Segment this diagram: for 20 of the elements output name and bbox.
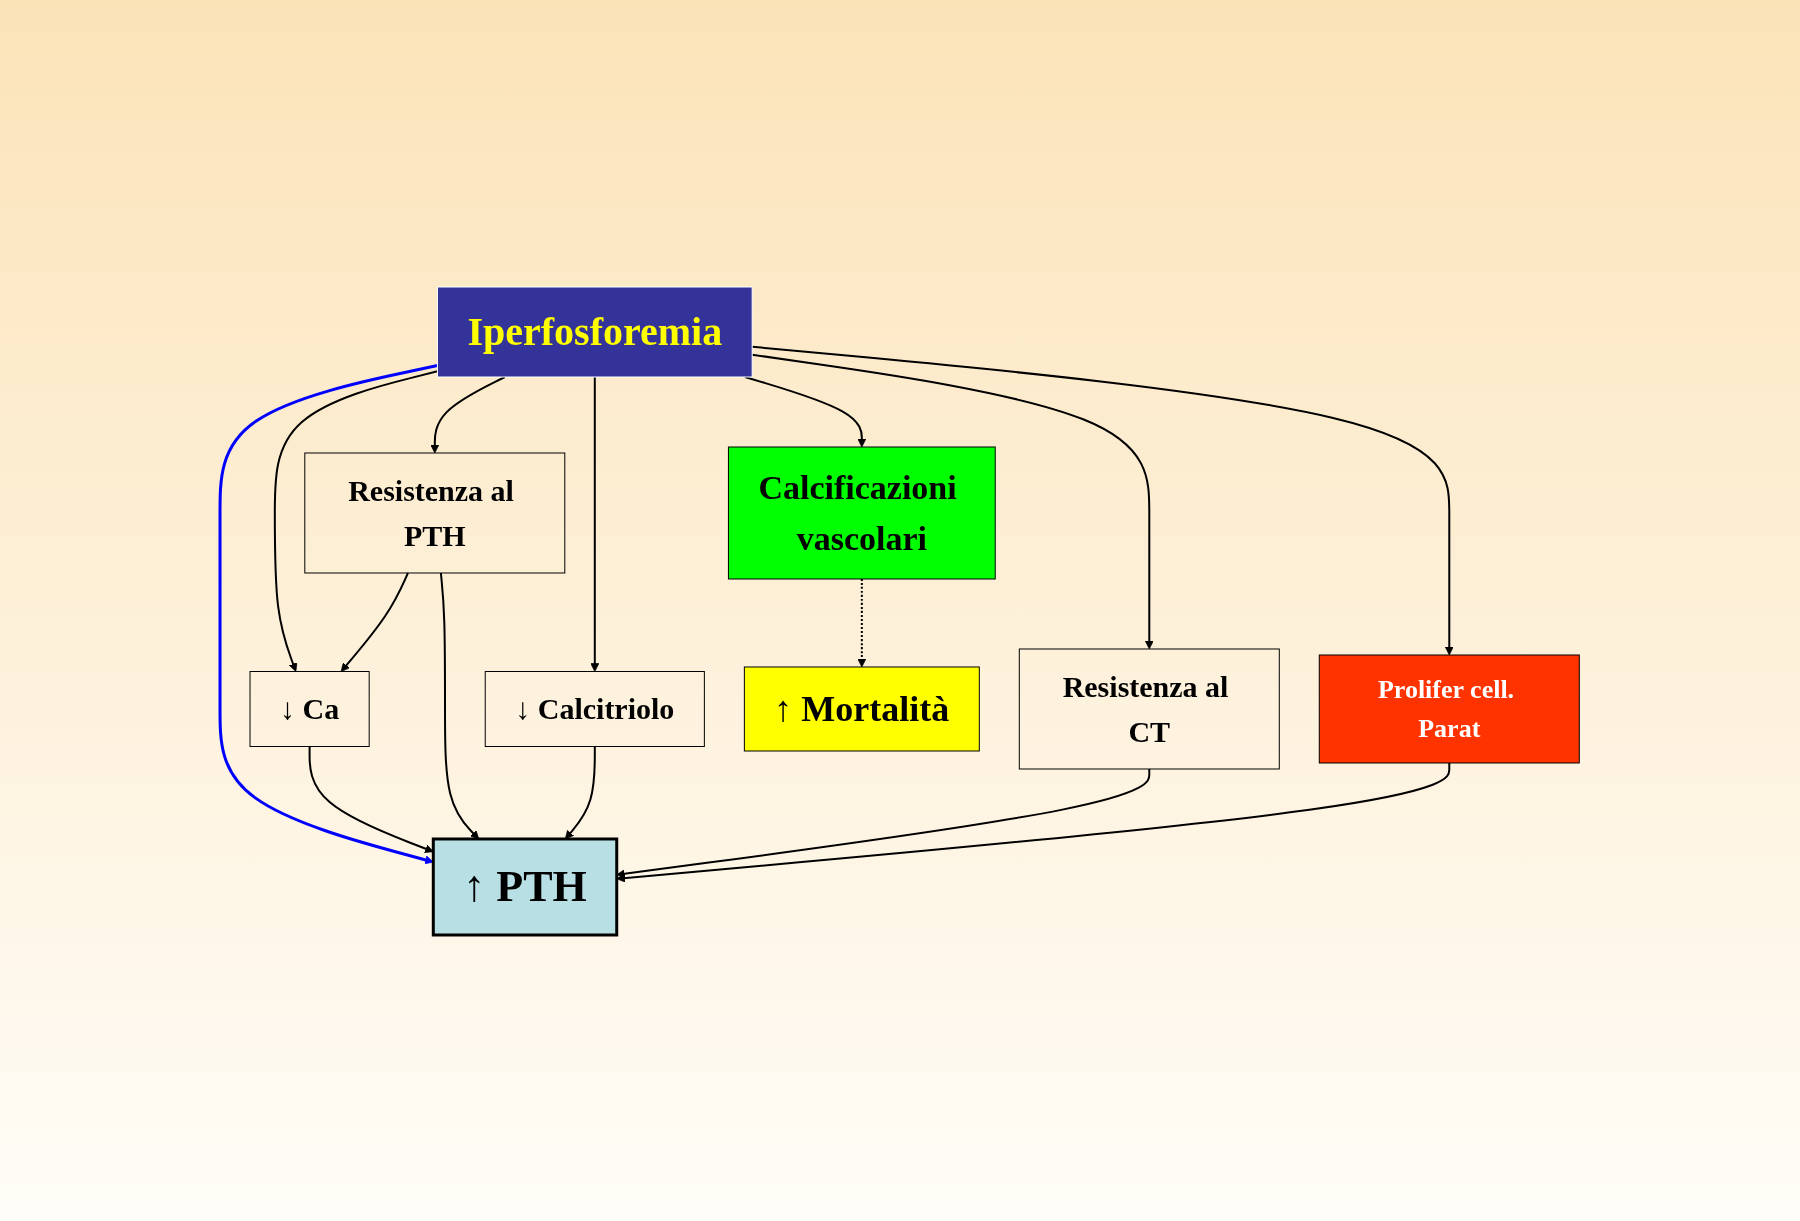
node-box: ↑ Mortalità bbox=[744, 666, 981, 751]
node-box: Resistenza al CT bbox=[1019, 648, 1281, 769]
arrow bbox=[565, 745, 597, 839]
arrow bbox=[218, 363, 439, 864]
node-box: ↓ Ca bbox=[249, 670, 371, 747]
arrow bbox=[857, 577, 867, 667]
node-box: Resistenza al PTH bbox=[304, 452, 566, 573]
arrow bbox=[440, 571, 480, 839]
node-box: ↓ Calcitriolo bbox=[485, 670, 706, 747]
arrow bbox=[274, 369, 439, 672]
node-box: Prolifer cell. Parat bbox=[1319, 654, 1581, 763]
arrow bbox=[590, 375, 600, 672]
arrow bbox=[751, 345, 1455, 655]
node-box: Calcificazioni vascolari bbox=[728, 446, 997, 579]
node-box: Iperfosforemia bbox=[437, 286, 753, 377]
node-box: ↑ PTH bbox=[432, 837, 619, 936]
arrow bbox=[430, 375, 507, 453]
arrow bbox=[744, 375, 867, 447]
arrow bbox=[751, 353, 1155, 649]
arrow bbox=[341, 571, 410, 672]
